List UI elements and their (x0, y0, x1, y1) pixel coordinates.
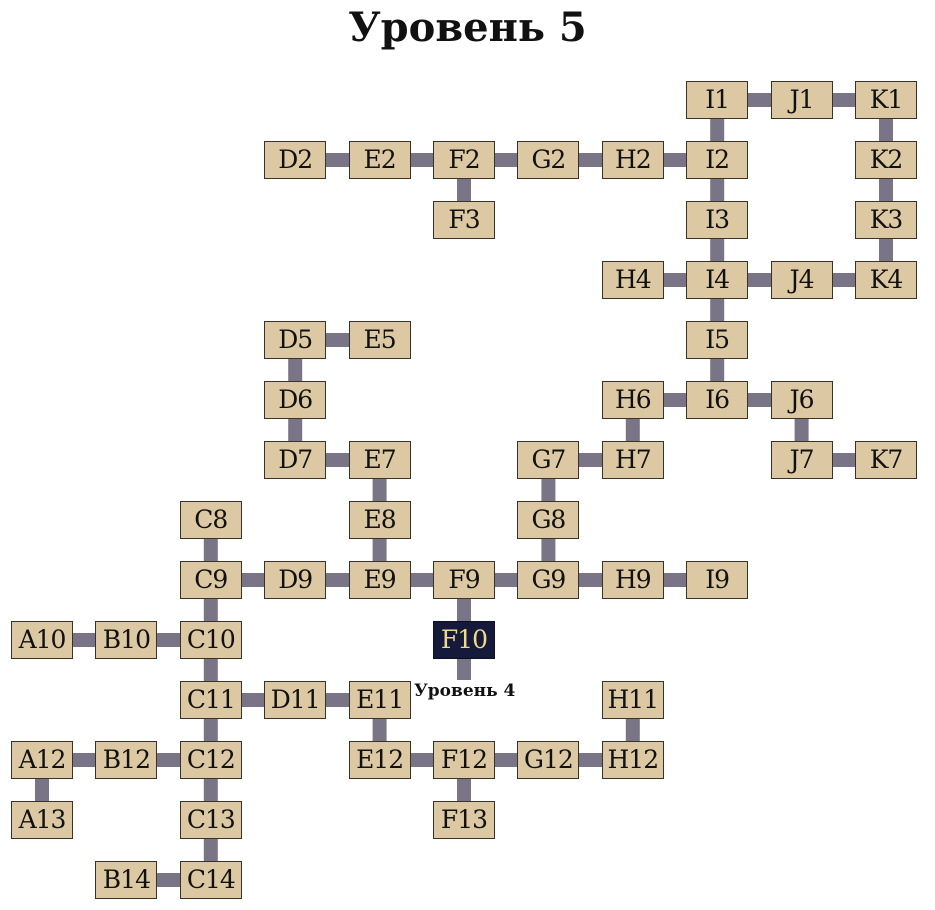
room-H2[interactable]: H2 (601, 141, 664, 179)
room-C11[interactable]: C11 (179, 681, 242, 719)
room-A13[interactable]: A13 (11, 801, 73, 839)
room-K1[interactable]: K1 (855, 81, 917, 119)
room-D5[interactable]: D5 (264, 321, 327, 359)
room-K2[interactable]: K2 (855, 141, 917, 179)
room-H9[interactable]: H9 (601, 561, 664, 599)
room-J4[interactable]: J4 (770, 261, 833, 299)
room-I6[interactable]: I6 (686, 381, 749, 419)
room-B12[interactable]: B12 (95, 741, 158, 779)
room-K3[interactable]: K3 (855, 201, 917, 239)
room-E5[interactable]: E5 (348, 321, 411, 359)
room-E9[interactable]: E9 (348, 561, 411, 599)
room-H6[interactable]: H6 (601, 381, 664, 419)
room-C12[interactable]: C12 (179, 741, 242, 779)
room-F12[interactable]: F12 (433, 741, 495, 779)
room-H4[interactable]: H4 (601, 261, 664, 299)
room-D9[interactable]: D9 (264, 561, 327, 599)
room-G7[interactable]: G7 (517, 441, 580, 479)
room-I1[interactable]: I1 (686, 81, 749, 119)
room-G12[interactable]: G12 (517, 741, 580, 779)
room-H12[interactable]: H12 (601, 741, 664, 779)
room-G9[interactable]: G9 (517, 561, 580, 599)
room-D2[interactable]: D2 (264, 141, 327, 179)
room-I4[interactable]: I4 (686, 261, 749, 299)
room-C9[interactable]: C9 (179, 561, 242, 599)
room-A10[interactable]: A10 (11, 621, 73, 659)
exit-label: Уровень 4 (414, 681, 516, 701)
room-H11[interactable]: H11 (601, 681, 664, 719)
room-B10[interactable]: B10 (95, 621, 158, 659)
room-I9[interactable]: I9 (686, 561, 749, 599)
room-F3[interactable]: F3 (433, 201, 495, 239)
room-H7[interactable]: H7 (601, 441, 664, 479)
room-D11[interactable]: D11 (264, 681, 327, 719)
room-G8[interactable]: G8 (517, 501, 580, 539)
room-E12[interactable]: E12 (348, 741, 411, 779)
room-J1[interactable]: J1 (770, 81, 833, 119)
room-F2[interactable]: F2 (433, 141, 495, 179)
room-K4[interactable]: K4 (855, 261, 917, 299)
room-K7[interactable]: K7 (855, 441, 917, 479)
room-I5[interactable]: I5 (686, 321, 749, 359)
room-G2[interactable]: G2 (517, 141, 580, 179)
room-B14[interactable]: B14 (95, 861, 158, 899)
room-A12[interactable]: A12 (11, 741, 73, 779)
room-J7[interactable]: J7 (770, 441, 833, 479)
room-F9[interactable]: F9 (433, 561, 495, 599)
room-C10[interactable]: C10 (179, 621, 242, 659)
room-C14[interactable]: C14 (179, 861, 242, 899)
room-D7[interactable]: D7 (264, 441, 327, 479)
room-I3[interactable]: I3 (686, 201, 749, 239)
room-E2[interactable]: E2 (348, 141, 411, 179)
room-D6[interactable]: D6 (264, 381, 327, 419)
room-J6[interactable]: J6 (770, 381, 833, 419)
room-F13[interactable]: F13 (433, 801, 495, 839)
room-E8[interactable]: E8 (348, 501, 411, 539)
room-E11[interactable]: E11 (348, 681, 411, 719)
room-C8[interactable]: C8 (179, 501, 242, 539)
page-title: Уровень 5 (348, 4, 587, 51)
room-current-F10[interactable]: F10 (433, 621, 495, 659)
room-E7[interactable]: E7 (348, 441, 411, 479)
room-C13[interactable]: C13 (179, 801, 242, 839)
room-I2[interactable]: I2 (686, 141, 749, 179)
